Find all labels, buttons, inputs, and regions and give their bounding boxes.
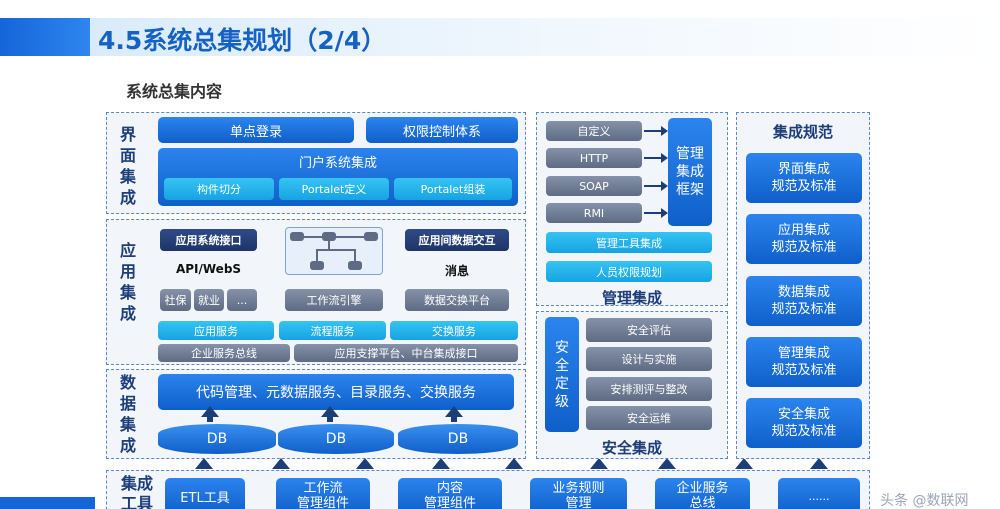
security-test[interactable]: 安排测评与整改 [586,377,712,401]
protocol-rmi[interactable]: RMI [546,203,642,223]
db-cylinder[interactable]: DB [278,424,394,454]
sub-social-security[interactable]: 社保 [160,289,191,311]
arrow-up-icon [195,458,213,469]
api-label: API/WebS [175,262,242,276]
access-control-button[interactable]: 权限控制体系 [366,117,518,143]
tools-label: 集成工具 [120,474,153,509]
spec-data[interactable]: 数据集成 规范及标准 [746,276,862,326]
arrow-right-icon [644,153,668,163]
tool-business-rules[interactable]: 业务规则 管理 [530,478,627,509]
workflow-diagram-icon [285,227,383,275]
tool-etl[interactable]: ETL工具 [165,478,245,509]
arrow-up-icon [201,406,219,417]
arrow-up-icon [590,458,608,469]
exchange-platform-button[interactable]: 数据交换平台 [405,289,509,311]
arrow-up-icon [207,414,213,422]
process-service-button[interactable]: 流程服务 [279,321,386,340]
workflow-engine-button[interactable]: 工作流引擎 [285,289,383,311]
watermark: 头条 @数联网 [880,493,969,509]
protocol-soap[interactable]: SOAP [546,176,642,196]
security-title: 安全集成 [601,439,662,457]
footer-accent-bar [0,497,95,509]
arrow-up-icon [327,414,333,422]
page-subtitle: 系统总集内容 [126,82,223,101]
arrow-up-icon [735,458,753,469]
security-assess[interactable]: 安全评估 [586,318,712,342]
component-split-button[interactable]: 构件切分 [164,178,274,200]
app-integration-label: 应用集成 [119,241,136,323]
protocol-custom[interactable]: 自定义 [546,121,642,141]
arrow-up-icon [321,406,339,417]
app-service-button[interactable]: 应用服务 [158,321,274,340]
tool-esb[interactable]: 企业服务 总线 [655,478,750,509]
sub-more[interactable]: ... [227,289,257,311]
spec-app[interactable]: 应用集成 规范及标准 [746,214,862,264]
arrow-up-icon [432,458,450,469]
arrow-up-icon [505,458,523,469]
sso-button[interactable]: 单点登录 [158,117,354,143]
security-grading-box[interactable]: 安全定级 [545,317,579,432]
security-ops[interactable]: 安全运维 [586,406,712,430]
spec-security[interactable]: 安全集成 规范及标准 [746,398,862,448]
personnel-permission-plan[interactable]: 人员权限规划 [546,261,712,282]
arrow-up-icon [272,458,290,469]
management-title: 管理集成 [601,289,662,307]
mgmt-tool-integration[interactable]: 管理工具集成 [546,232,712,253]
arrow-right-icon [644,208,668,218]
data-exchange-button[interactable]: 应用间数据交互 [405,229,509,251]
tool-content[interactable]: 内容 管理组件 [398,478,502,509]
specs-title: 集成规范 [772,123,833,141]
page-title: 4.5系统总集规划（2/4） [98,26,387,55]
ui-integration-label: 界面集成 [119,125,136,207]
arrow-right-icon [644,181,668,191]
tool-workflow[interactable]: 工作流 管理组件 [276,478,370,509]
spec-management[interactable]: 管理集成 规范及标准 [746,337,862,387]
esb-button[interactable]: 企业服务总线 [158,344,290,362]
db-cylinder[interactable]: DB [158,424,276,454]
tool-more[interactable]: ...... [778,478,860,509]
management-framework-box[interactable]: 管理集成框架 [668,118,712,226]
data-services-bar[interactable]: 代码管理、元数据服务、目录服务、交换服务 [158,374,514,410]
db-cylinder[interactable]: DB [398,424,518,454]
message-label: 消息 [444,264,469,278]
header-bar [90,18,1000,56]
arrow-up-icon [445,406,463,417]
arrow-up-icon [451,414,457,422]
spec-ui[interactable]: 界面集成 规范及标准 [746,153,862,203]
arrow-up-icon [658,458,676,469]
protocol-http[interactable]: HTTP [546,148,642,168]
sub-employment[interactable]: 就业 [194,289,224,311]
data-integration-label: 数据集成 [119,373,136,455]
app-interface-button[interactable]: 应用系统接口 [160,229,257,251]
arrow-right-icon [644,126,668,136]
arrow-up-icon [810,458,828,469]
arrow-up-icon [356,458,374,469]
support-platform-button[interactable]: 应用支撑平台、中台集成接口 [294,344,518,362]
portalet-define-button[interactable]: Portalet定义 [279,178,389,200]
header-accent-bar [0,18,90,56]
portalet-assemble-button[interactable]: Portalet组装 [394,178,512,200]
exchange-service-button[interactable]: 交换服务 [390,321,518,340]
security-design[interactable]: 设计与实施 [586,347,712,371]
